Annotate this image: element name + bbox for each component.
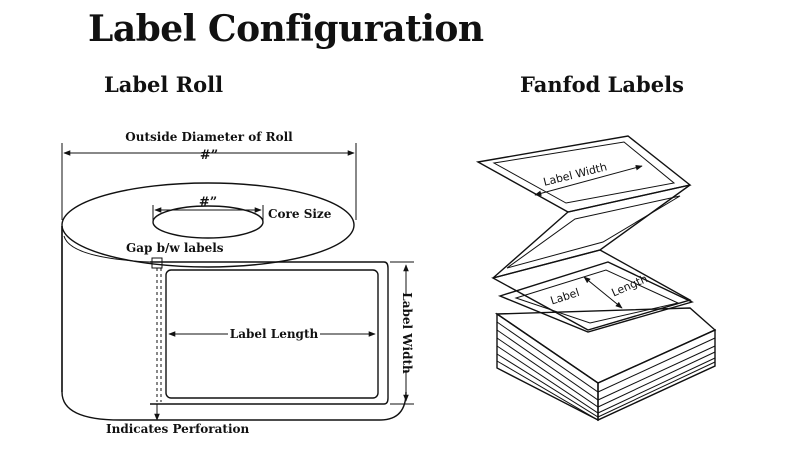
od-value: #” bbox=[200, 148, 218, 163]
roll-top-ellipse bbox=[61, 182, 355, 268]
label-sheet-inner bbox=[514, 269, 680, 324]
core-size-label: Core Size bbox=[268, 207, 332, 221]
fanfold-title: Fanfod Labels bbox=[520, 72, 684, 97]
page-title: Label Configuration bbox=[88, 8, 484, 50]
label-sheet-front bbox=[497, 261, 694, 333]
fan-label-text: Label bbox=[549, 286, 581, 308]
perforation-label: Indicates Perforation bbox=[106, 422, 250, 436]
label-roll-drawing: Outside Diameter of Roll #” #” Core Size… bbox=[61, 130, 414, 436]
label-width-text: Label Width bbox=[400, 292, 414, 374]
label-roll-title: Label Roll bbox=[104, 72, 224, 97]
stack-right bbox=[597, 328, 716, 422]
fold-sheet-1-label bbox=[506, 195, 681, 269]
inner-label bbox=[165, 269, 379, 399]
gap-label: Gap b/w labels bbox=[126, 241, 224, 255]
core-value: #” bbox=[199, 195, 217, 210]
fan-length-text: Length bbox=[610, 272, 650, 299]
stack-sheet-lines bbox=[496, 321, 716, 421]
roll-inner-arc bbox=[63, 235, 151, 263]
gap-marker bbox=[151, 257, 163, 269]
label-sheet bbox=[491, 249, 692, 331]
length-arrow-fan bbox=[583, 276, 623, 309]
roll-body-outline bbox=[61, 226, 407, 421]
roll-core-ellipse bbox=[152, 205, 264, 239]
label-face bbox=[150, 261, 389, 405]
label-length-text: Label Length bbox=[230, 327, 319, 341]
fanfold-drawing: Label Width Label Length bbox=[475, 135, 717, 422]
top-width-arrow bbox=[534, 164, 643, 197]
od-label: Outside Diameter of Roll bbox=[125, 130, 293, 144]
